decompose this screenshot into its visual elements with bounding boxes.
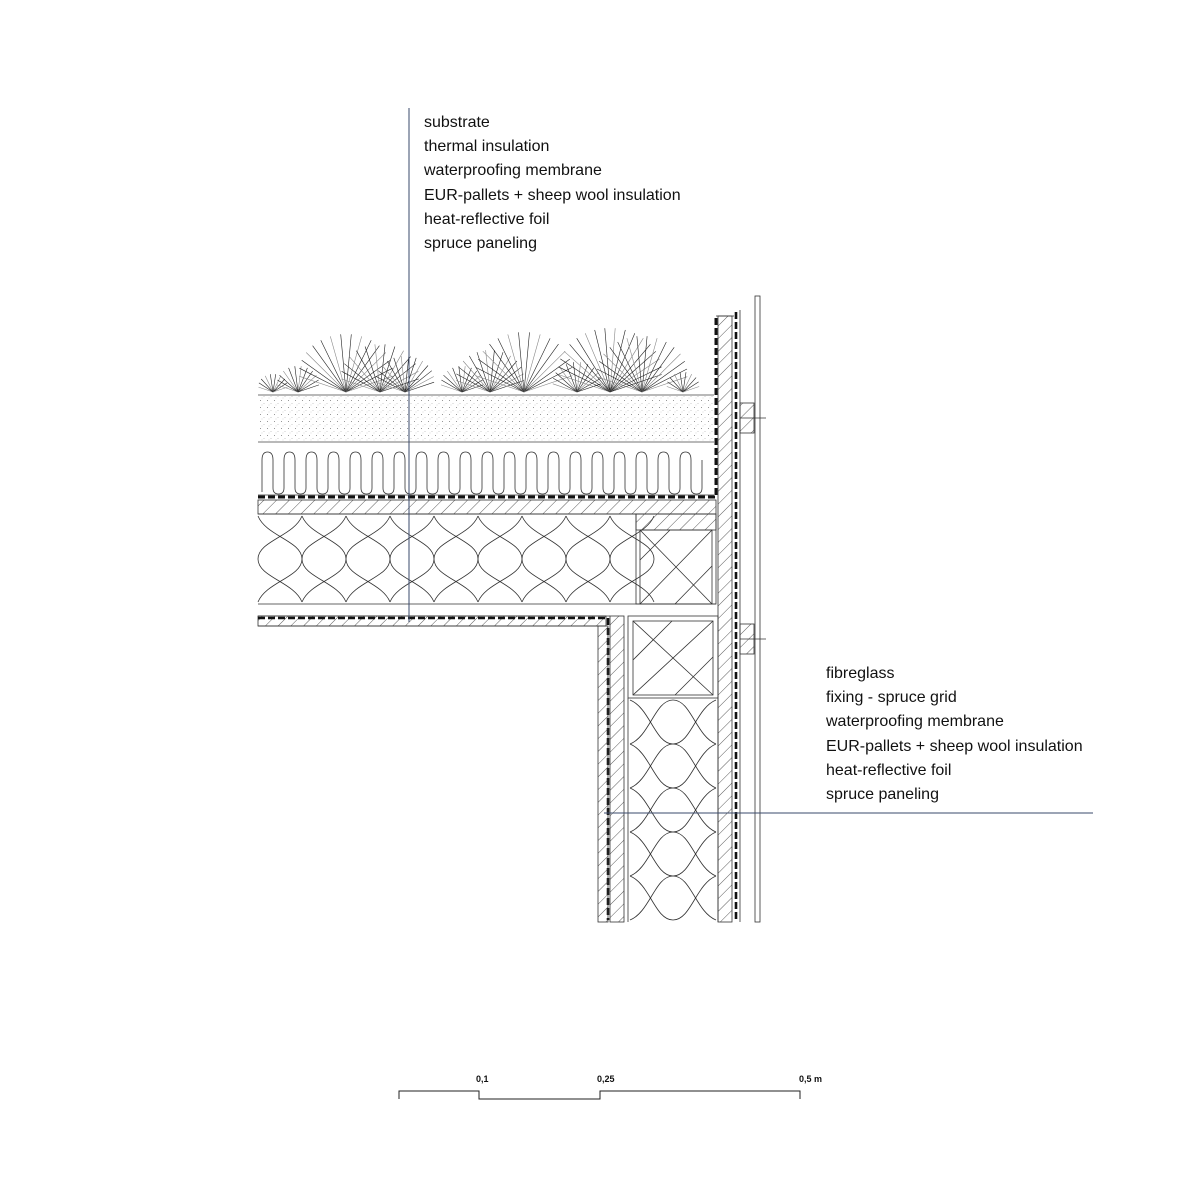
insulation-wave xyxy=(261,451,703,495)
wool-bulb xyxy=(629,787,717,833)
roof-waterproofing-membrane xyxy=(258,316,718,499)
roof-foil-and-ceiling xyxy=(257,615,610,920)
wool-bulb xyxy=(609,515,655,603)
wool-bulb xyxy=(629,875,717,921)
wool-bulb xyxy=(477,515,523,603)
wall-layer-label: EUR-pallets + sheep wool insulation xyxy=(826,737,1083,755)
scale-tick-label: 0,5 m xyxy=(799,1074,823,1084)
leader-lines xyxy=(408,108,1093,814)
wool-bulb xyxy=(257,515,303,603)
grass-tuft xyxy=(299,334,393,393)
scale-tick-label: 0,25 xyxy=(597,1074,615,1084)
grass-tuft xyxy=(552,362,602,393)
scale-tick-label: 0,1 xyxy=(476,1074,489,1084)
grass-tuft xyxy=(666,372,700,393)
wool-bulb xyxy=(629,831,717,877)
grass-tuft xyxy=(596,336,688,393)
wool-bulb xyxy=(521,515,567,603)
roof-board-layer xyxy=(257,499,717,515)
wall-layer-label: fixing - spruce grid xyxy=(826,689,957,707)
roof-layer-labels: substrate thermal insulation waterproofi… xyxy=(424,111,681,256)
wall-exterior-layers xyxy=(716,295,766,923)
roof-layer-label: thermal insulation xyxy=(424,138,550,156)
scale-bar xyxy=(398,1090,801,1100)
wool-bulb xyxy=(433,515,479,603)
substrate-layer xyxy=(258,394,714,443)
wall-layer-label: waterproofing membrane xyxy=(826,713,1004,731)
vegetation-layer xyxy=(258,328,700,393)
wool-bulb xyxy=(389,515,435,603)
wall-layer-label: heat-reflective foil xyxy=(826,761,952,779)
thermal-insulation-layer xyxy=(258,451,714,496)
wall-interior-paneling xyxy=(597,615,625,923)
wall-layer-label: fibreglass xyxy=(826,665,895,682)
wall-pallet-wool-layer xyxy=(627,615,719,922)
wool-bulb xyxy=(345,515,391,603)
grass-tuft xyxy=(276,366,320,393)
roof-layer-label: spruce paneling xyxy=(424,235,537,253)
roof-edge-timber-block xyxy=(635,513,717,605)
wall-layer-label: spruce paneling xyxy=(826,786,939,804)
grass-tuft xyxy=(456,350,524,393)
wool-bulb xyxy=(629,699,717,745)
wool-bulb xyxy=(565,515,611,603)
roof-layer-label: substrate xyxy=(424,114,490,131)
grass-tuft xyxy=(475,332,573,393)
roof-layer-label: heat-reflective foil xyxy=(424,210,550,228)
wool-bulb xyxy=(301,515,347,603)
roof-layer-label: waterproofing membrane xyxy=(424,162,602,180)
roof-layer-label: EUR-pallets + sheep wool insulation xyxy=(424,186,681,204)
wall-layer-labels: fibreglass fixing - spruce grid waterpro… xyxy=(826,662,1083,807)
wool-bulb xyxy=(629,743,717,789)
